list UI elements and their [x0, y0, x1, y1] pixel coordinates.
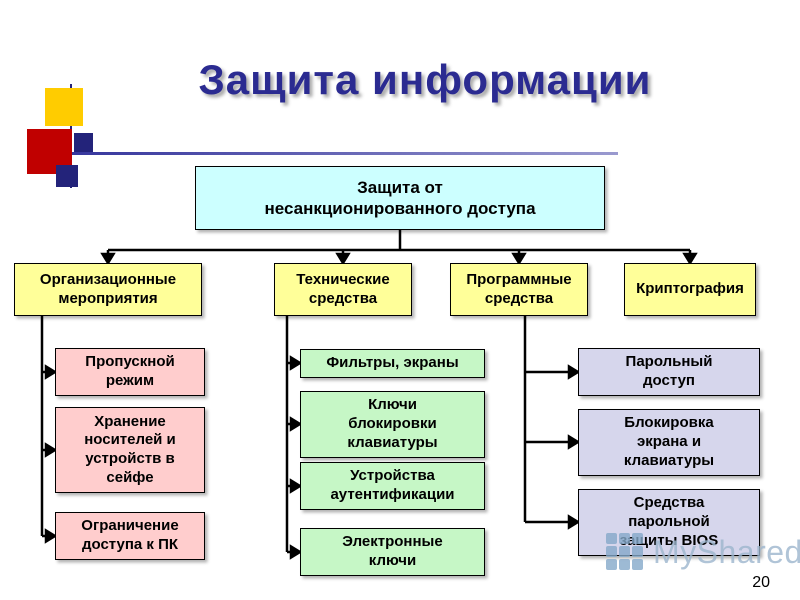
node-child-electronic-keys: Электронные ключи — [300, 528, 485, 576]
node-child-pc-access-restriction: Ограничение доступа к ПК — [55, 512, 205, 560]
node-branch-software-means: Программные средства — [450, 263, 588, 316]
node-branch-cryptography: Криптография — [624, 263, 756, 316]
node-branch-organizational-measures: Организационные мероприятия — [14, 263, 202, 316]
node-child-screen-keyboard-lock: Блокировка экрана и клавиатуры — [578, 409, 760, 476]
decor-square-navy-2 — [56, 165, 78, 187]
node-child-bios-password-protection: Средства парольной защиты BIOS — [578, 489, 760, 556]
slide-title: Защита информации — [198, 56, 652, 103]
node-child-keyboard-lock-keys: Ключи блокировки клавиатуры — [300, 391, 485, 458]
node-child-filters-screens: Фильтры, экраны — [300, 349, 485, 378]
connector-branch3-children — [523, 316, 581, 530]
node-child-authentication-devices: Устройства аутентификации — [300, 462, 485, 510]
node-branch-technical-means: Технические средства — [274, 263, 412, 316]
node-child-safe-storage: Хранение носителей и устройств в сейфе — [55, 407, 205, 493]
decor-horizontal-rule — [36, 152, 618, 155]
page-number: 20 — [752, 574, 770, 591]
node-child-password-access: Парольный доступ — [578, 348, 760, 396]
connector-branch1-children — [40, 316, 58, 544]
decor-square-navy-1 — [74, 133, 93, 152]
node-child-access-control-regime: Пропускной режим — [55, 348, 205, 396]
connector-branch2-children — [285, 316, 303, 560]
connector-root-to-branches — [100, 230, 698, 266]
node-root-unauthorized-access-protection: Защита от несанкционированного доступа — [195, 166, 605, 230]
decor-square-yellow — [45, 88, 83, 126]
